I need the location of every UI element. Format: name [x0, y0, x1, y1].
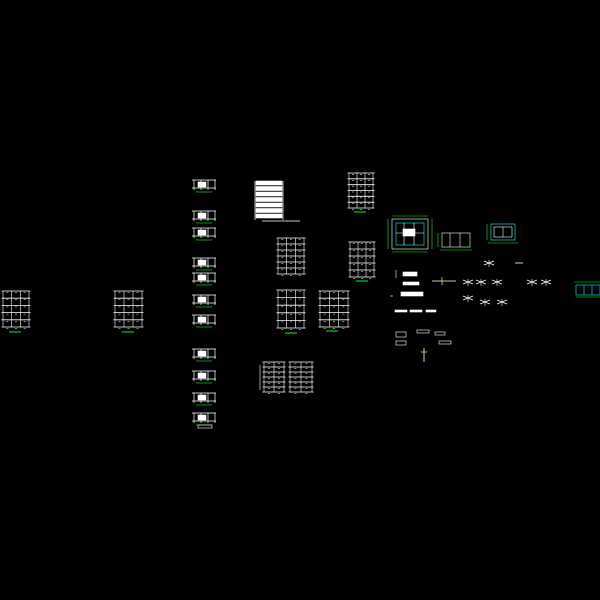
- cad-rect: [255, 191, 283, 197]
- plan-drawing-2: [437, 223, 518, 251]
- cad-rect: [395, 222, 425, 246]
- cad-rect: [197, 181, 207, 188]
- cad-rect: [255, 213, 283, 219]
- cad-rect: [197, 372, 207, 379]
- cad-rect: [255, 202, 283, 208]
- cad-rect: [402, 281, 420, 286]
- cad-rect: [197, 229, 207, 236]
- cad-rect: [197, 316, 207, 323]
- cad-rect: [197, 414, 207, 421]
- cad-rect: [197, 424, 213, 429]
- frame-sections-column-2: [254, 180, 306, 334]
- frame-elevation-left-2: [113, 290, 144, 333]
- cad-rect: [402, 271, 418, 277]
- cad-rect: [438, 340, 452, 345]
- cad-rect: [490, 223, 516, 241]
- drawing-layer: [1, 172, 600, 429]
- plan-drawing-3: [259, 361, 314, 394]
- cad-rect: [575, 284, 600, 296]
- cad-rect: [394, 309, 408, 313]
- cad-rect: [402, 228, 416, 237]
- frame-sections-column-1: [192, 179, 216, 429]
- frame-sections-column-3: [318, 172, 376, 332]
- frame-elevation-left-1: [1, 290, 31, 333]
- detail-cluster: [390, 260, 552, 362]
- cad-rect: [197, 212, 207, 219]
- cad-rect: [255, 186, 283, 191]
- cad-rect: [197, 274, 207, 281]
- plan-drawing-1: [387, 215, 433, 253]
- cad-rect: [197, 259, 207, 266]
- cad-rect: [395, 331, 407, 338]
- cad-rect: [255, 180, 283, 186]
- cad-rect: [441, 232, 471, 248]
- cad-rect: [197, 350, 207, 357]
- cad-rect: [416, 329, 430, 334]
- cad-rect: [197, 296, 207, 303]
- cad-rect: [255, 208, 283, 213]
- cad-rect: [197, 394, 207, 401]
- cad-rect: [395, 340, 407, 346]
- cad-rect: [255, 197, 283, 202]
- cyan-plan-right: [574, 281, 600, 298]
- cad-rect: [409, 309, 423, 313]
- cad-rect: [434, 331, 446, 336]
- cad-rect: [400, 291, 424, 297]
- cad-rect: [425, 309, 437, 313]
- cad-rect: [391, 218, 429, 250]
